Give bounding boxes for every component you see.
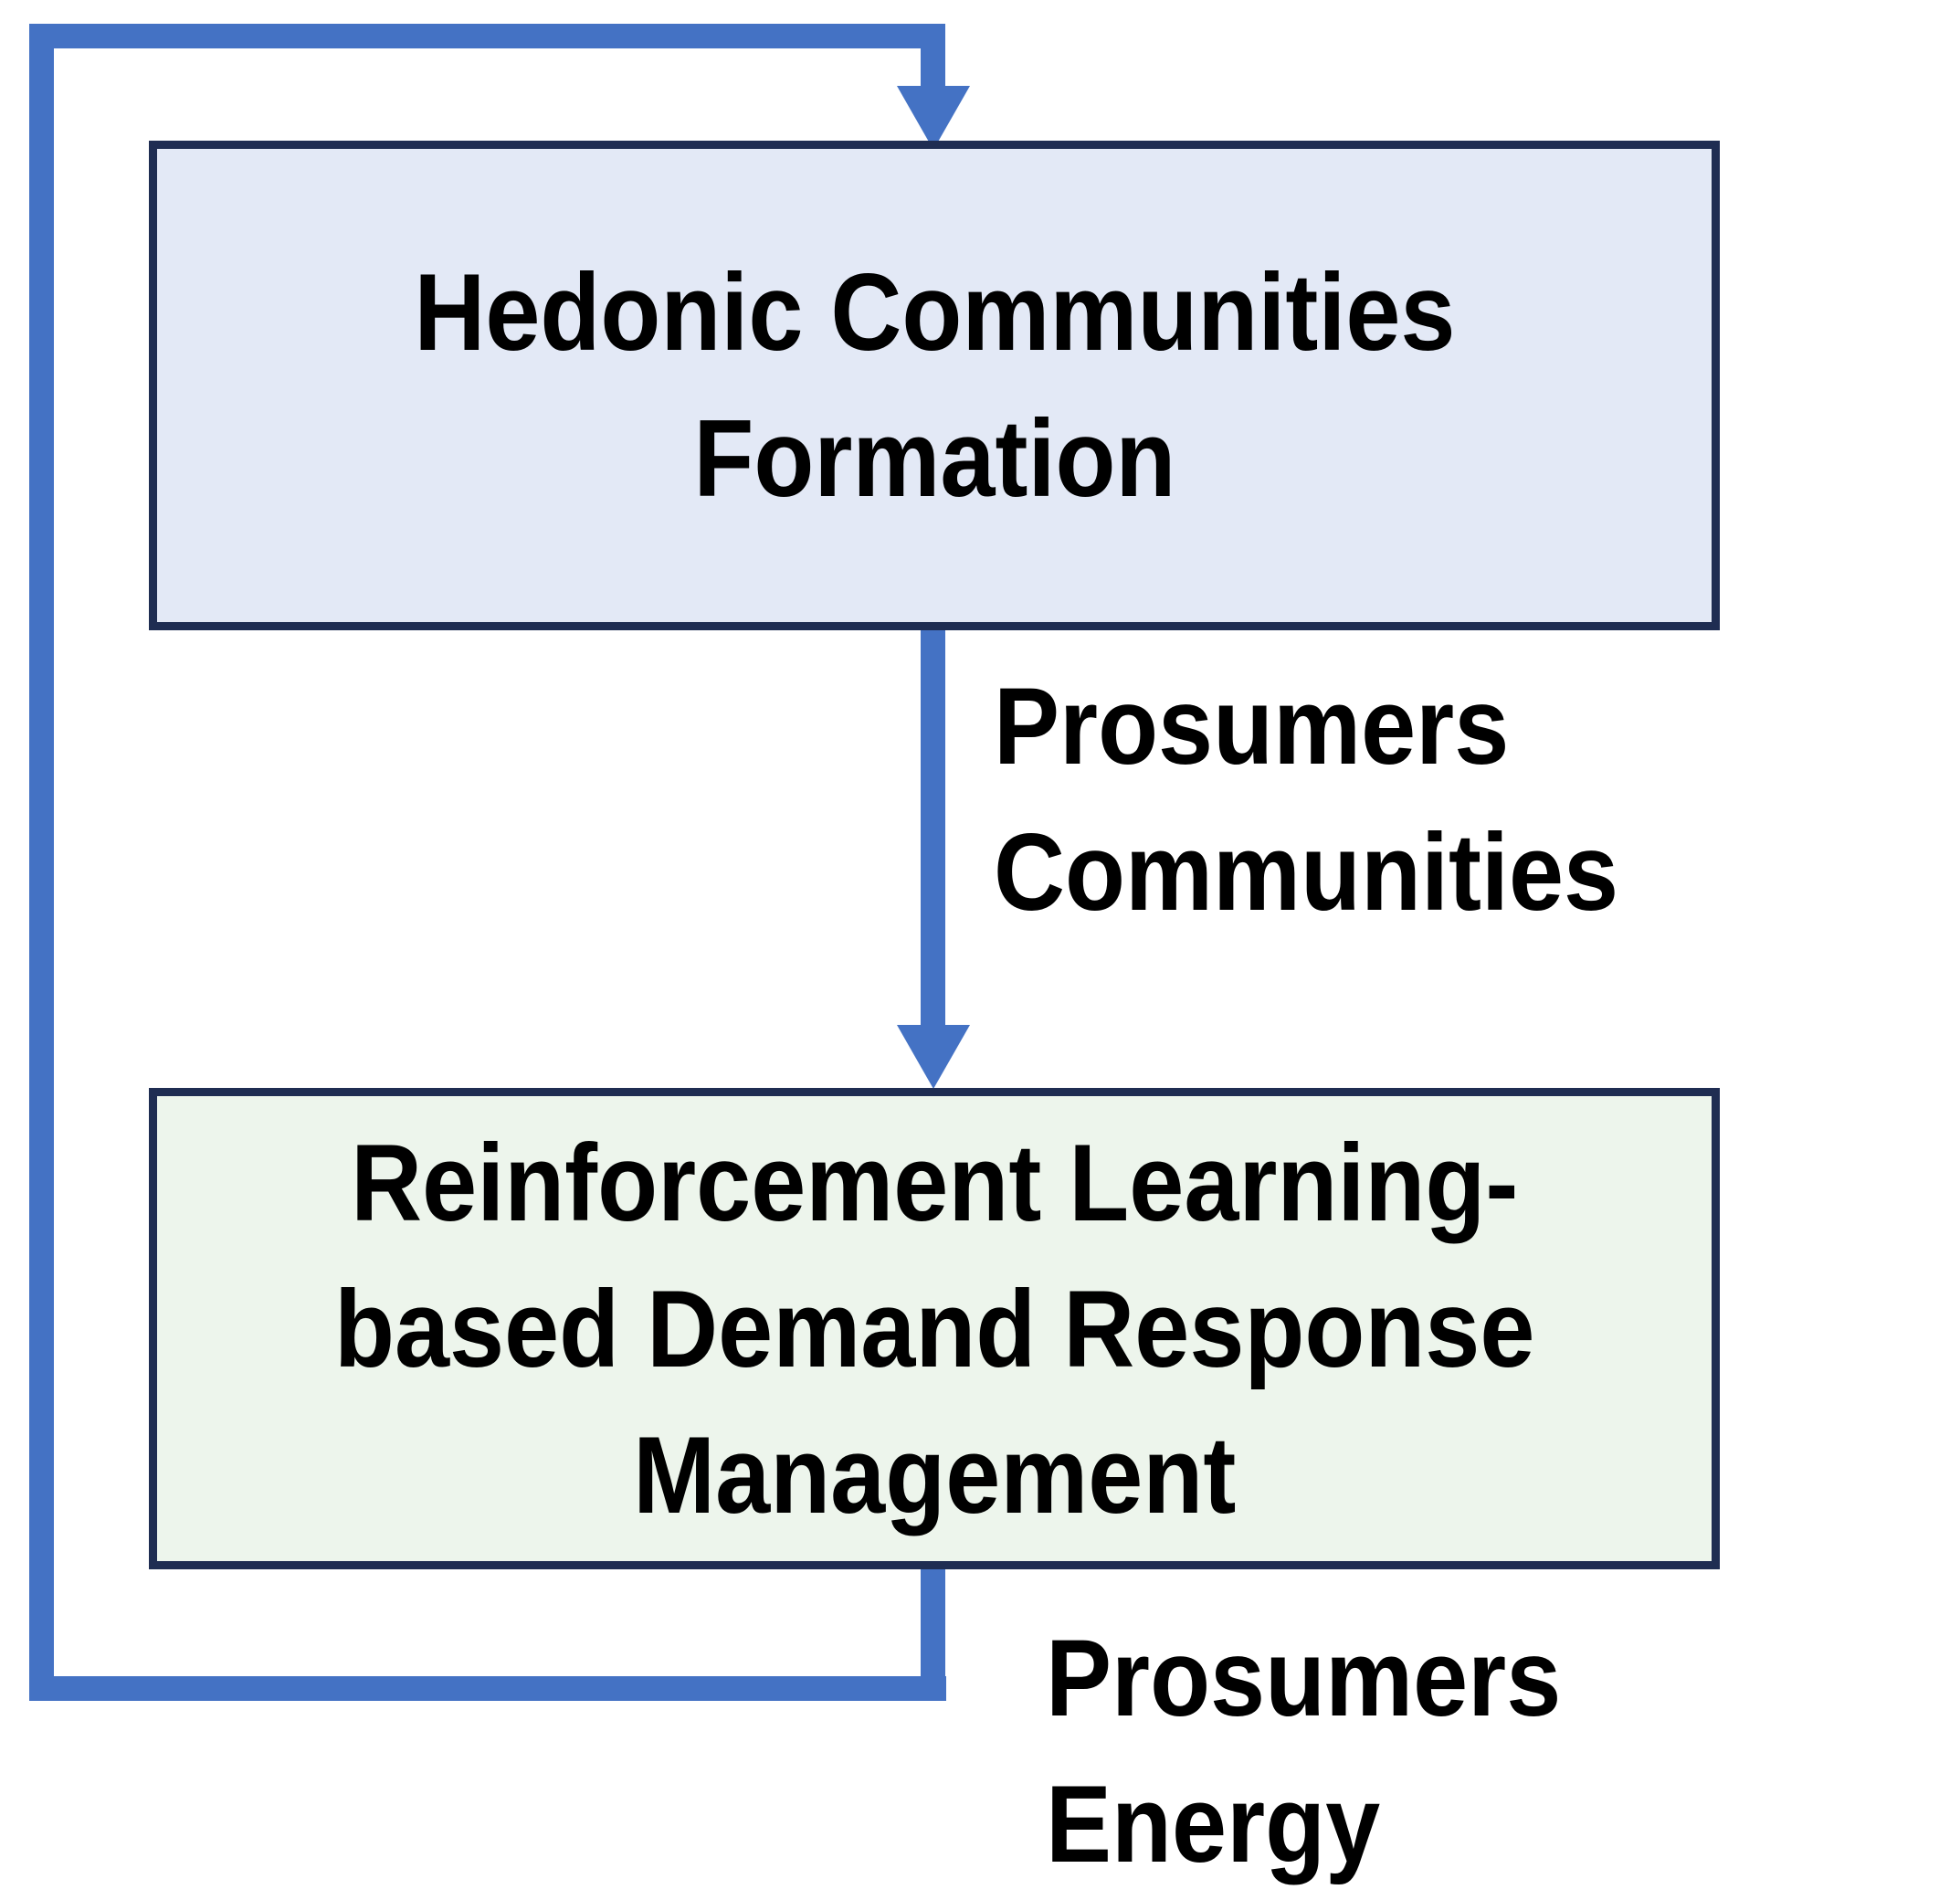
connector-line-box2-to-loop bbox=[921, 1566, 945, 1701]
feedback-line-drop bbox=[921, 24, 945, 88]
rl-demand-response-box: Reinforcement Learning- based Demand Res… bbox=[149, 1088, 1720, 1569]
feedback-line-bottom bbox=[29, 1676, 946, 1701]
hedonic-communities-box-label: Hedonic Communities Formation bbox=[413, 251, 1456, 520]
feedback-line-top bbox=[29, 24, 945, 48]
arrowhead-into-hedonic-box bbox=[897, 86, 970, 150]
prosumers-energy-consumption-label: Prosumers Energy Consumption bbox=[1046, 1617, 1562, 1885]
arrowhead-into-rl-box bbox=[897, 1025, 970, 1089]
feedback-line-left bbox=[29, 24, 54, 1701]
connector-line-box1-to-box2 bbox=[921, 626, 945, 1026]
prosumers-communities-label: Prosumers Communities bbox=[994, 665, 1619, 934]
hedonic-communities-box: Hedonic Communities Formation bbox=[149, 141, 1720, 630]
rl-demand-response-box-label: Reinforcement Learning- based Demand Res… bbox=[333, 1121, 1535, 1536]
